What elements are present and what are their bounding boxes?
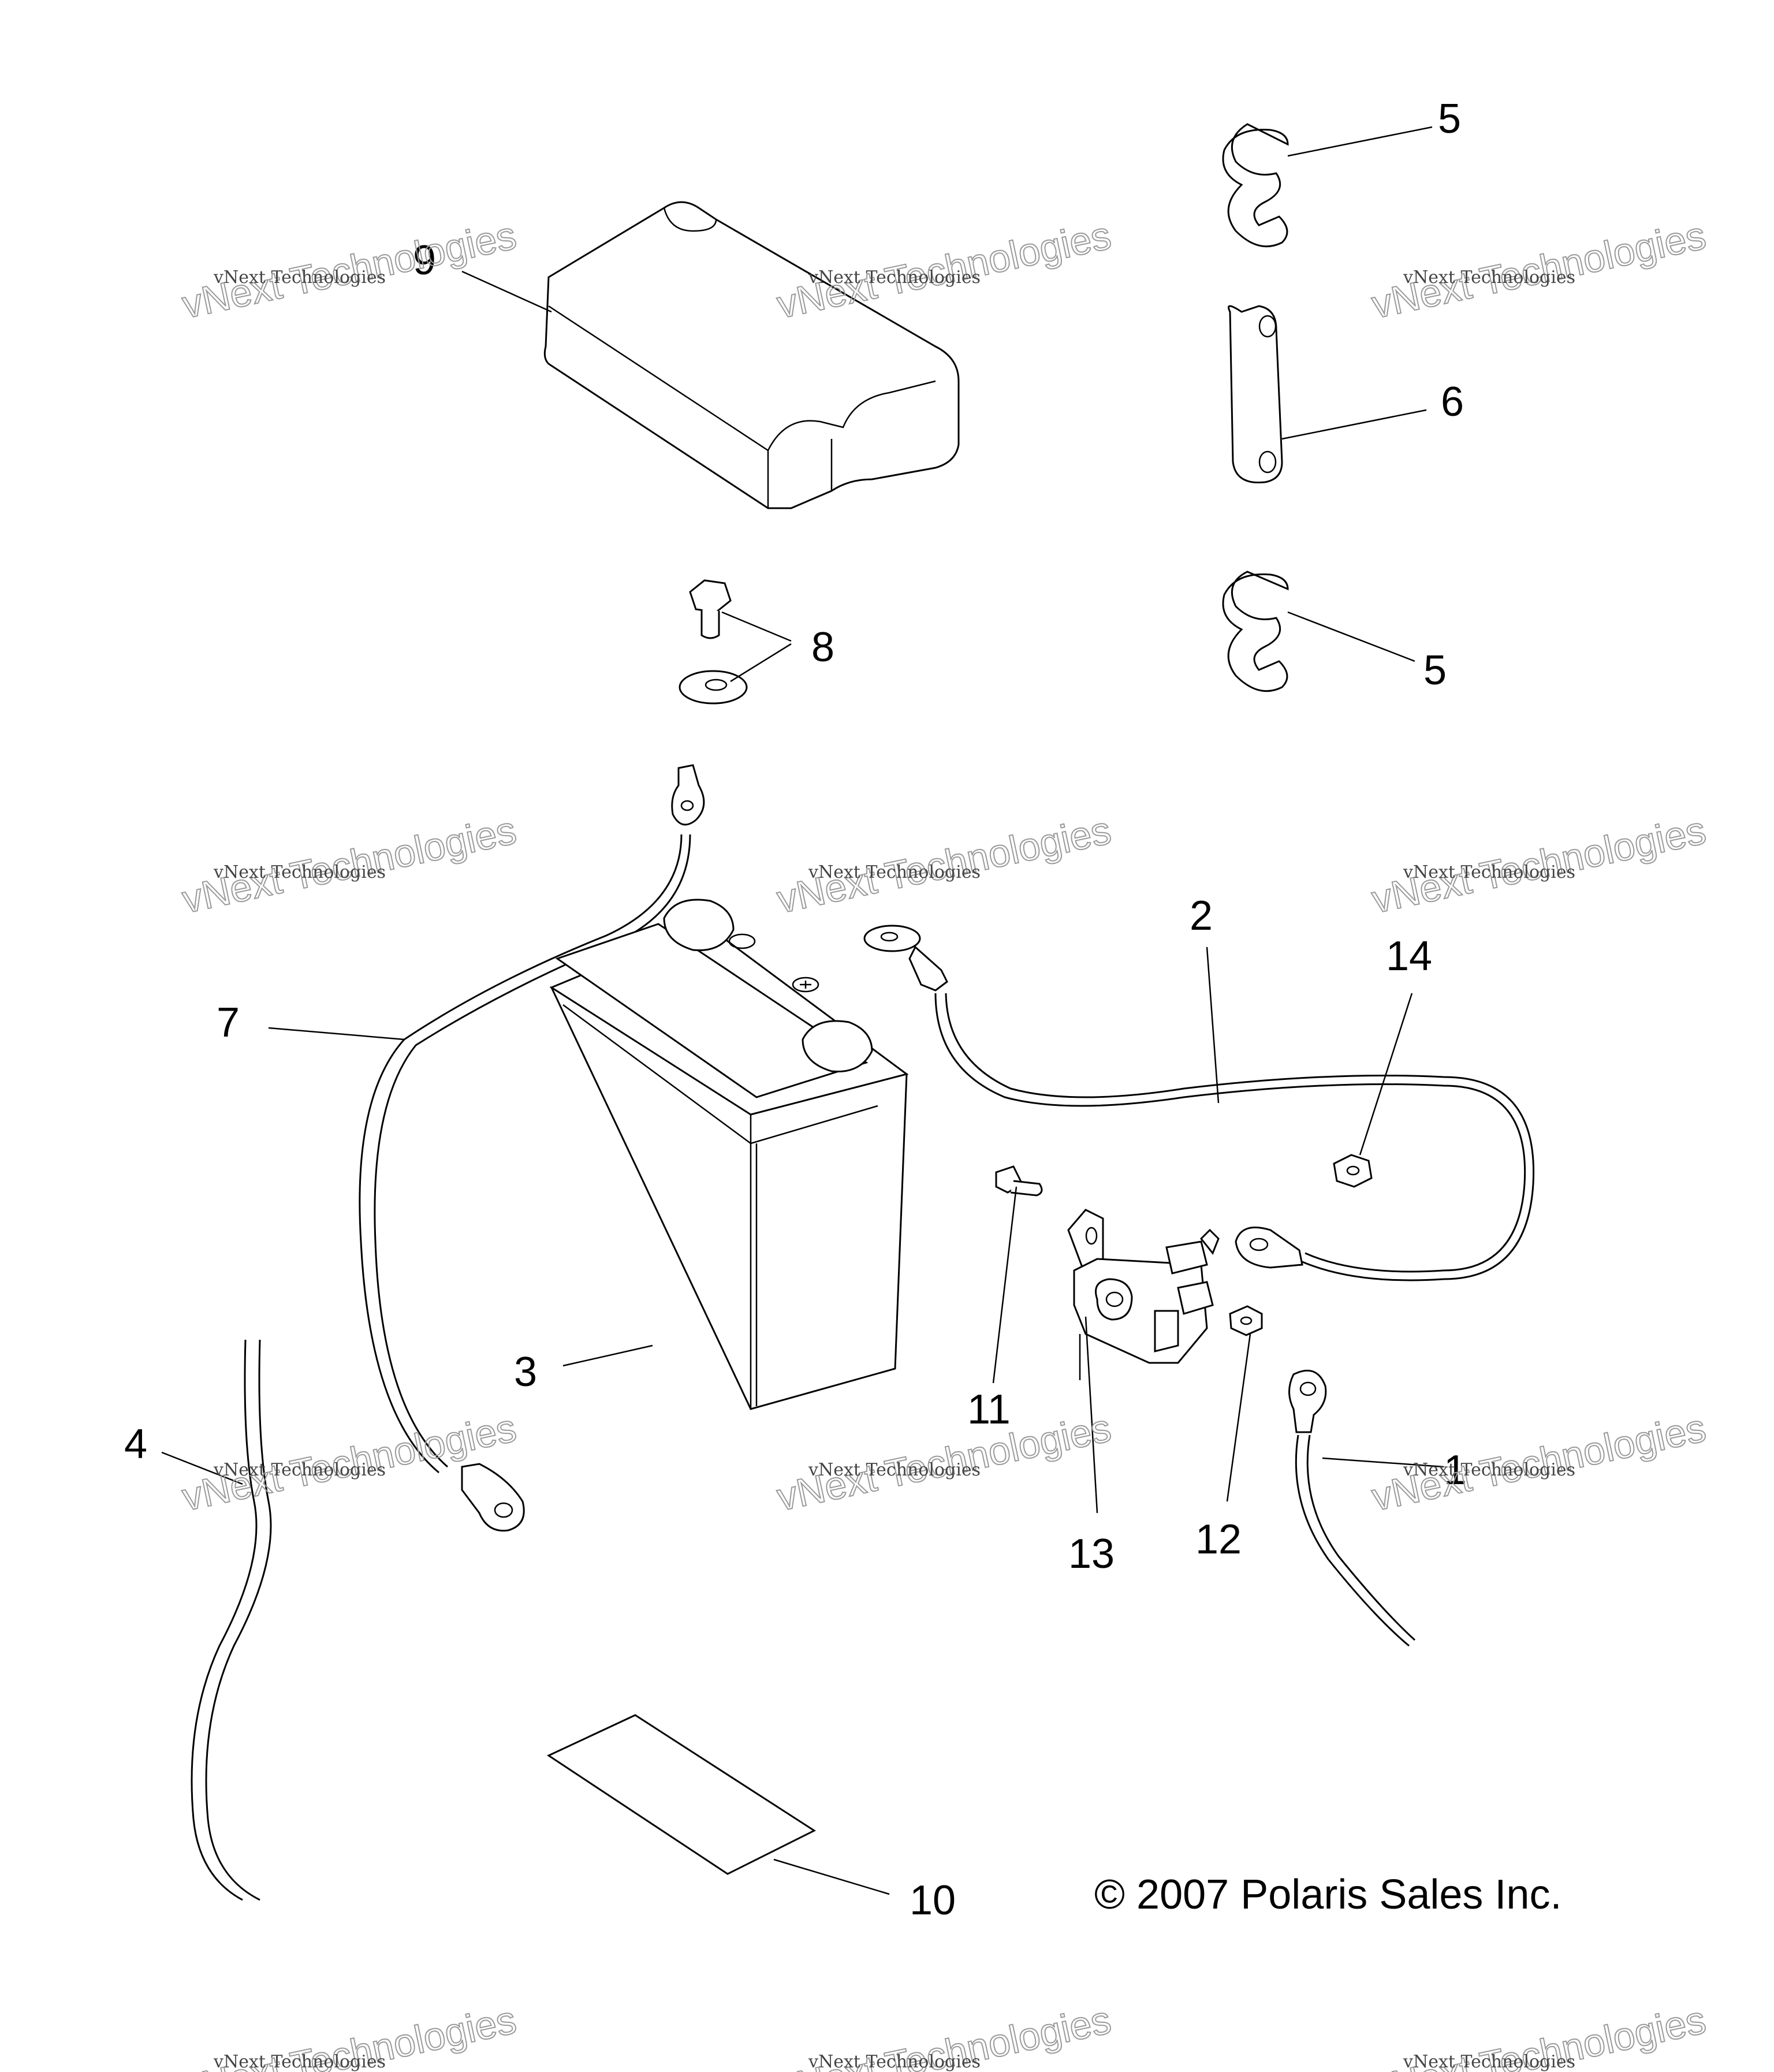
main-cable (191, 1339, 272, 1901)
watermark: vNext Technologies vNext Technologies (773, 213, 1115, 327)
bolt-and-washer (679, 579, 748, 705)
watermark: vNext Technologies vNext Technologies (1367, 1405, 1710, 1520)
clip-top (1222, 123, 1289, 248)
watermark: vNext Technologies vNext Technologies (1367, 807, 1710, 922)
nut-12 (1229, 1305, 1263, 1336)
callout-6: 6 (1441, 379, 1464, 425)
leader-lines (161, 126, 1444, 1895)
watermark: vNext Technologies vNext Technologies (178, 1405, 520, 1520)
svg-text:vNext Technologies: vNext Technologies (808, 267, 981, 288)
callout-7: 7 (217, 1000, 240, 1046)
callout-labels: 1 2 3 4 5 5 6 7 8 9 10 11 12 13 14 (124, 96, 1467, 1924)
svg-text:vNext Technologies: vNext Technologies (213, 2052, 386, 2072)
svg-text:vNext Technologies: vNext Technologies (808, 2052, 981, 2072)
watermark: vNext Technologies vNext Technologies (773, 1405, 1115, 1520)
callout-5-bottom: 5 (1423, 647, 1447, 694)
callout-3: 3 (514, 1349, 537, 1395)
watermark: vNext Technologies vNext Technologies (1367, 1997, 1710, 2072)
svg-text:vNext Technologies: vNext Technologies (1403, 267, 1575, 288)
svg-text:vNext Technologies: vNext Technologies (808, 862, 981, 882)
warning-label (546, 1714, 817, 1875)
svg-text:vNext Technologies: vNext Technologies (1403, 1460, 1575, 1480)
positive-cable (863, 925, 1535, 1281)
watermark: vNext Technologies vNext Technologies (178, 1997, 520, 2072)
svg-text:vNext Technologies: vNext Technologies (213, 267, 386, 288)
nut-14 (1333, 1154, 1373, 1188)
battery-cover (543, 201, 960, 509)
watermarks: vNext Technologies vNext Technologies vN… (178, 213, 1710, 2072)
svg-text:vNext Technologies: vNext Technologies (1403, 2052, 1575, 2072)
svg-text:vNext Technologies: vNext Technologies (1403, 862, 1575, 882)
callout-5-top: 5 (1438, 96, 1461, 142)
svg-text:vNext Technologies: vNext Technologies (808, 1460, 981, 1480)
callout-10: 10 (910, 1877, 956, 1924)
watermark: vNext Technologies vNext Technologies (178, 213, 520, 327)
callout-9: 9 (413, 237, 436, 284)
watermark: vNext Technologies vNext Technologies (1367, 213, 1710, 327)
link-bar (1228, 305, 1283, 484)
clip-bottom (1222, 571, 1289, 692)
callout-8: 8 (811, 624, 834, 670)
solenoid (1067, 1209, 1220, 1380)
callout-4: 4 (124, 1421, 147, 1467)
copyright-notice: © 2007 Polaris Sales Inc. (1094, 1872, 1561, 1918)
callout-13: 13 (1068, 1531, 1115, 1577)
watermark: vNext Technologies vNext Technologies (773, 1997, 1115, 2072)
svg-text:vNext Technologies: vNext Technologies (213, 862, 386, 882)
ground-cable (1288, 1369, 1416, 1647)
callout-1: 1 (1444, 1447, 1467, 1493)
watermark: vNext Technologies vNext Technologies (773, 807, 1115, 922)
callout-12: 12 (1195, 1516, 1242, 1563)
bolt-11 (995, 1165, 1043, 1197)
watermark: vNext Technologies vNext Technologies (178, 807, 520, 922)
callout-14: 14 (1386, 933, 1432, 979)
battery (549, 899, 909, 1410)
negative-cable (359, 764, 705, 1532)
callout-11: 11 (967, 1387, 1011, 1433)
svg-text:vNext Technologies: vNext Technologies (213, 1460, 386, 1480)
callout-2: 2 (1190, 893, 1213, 939)
